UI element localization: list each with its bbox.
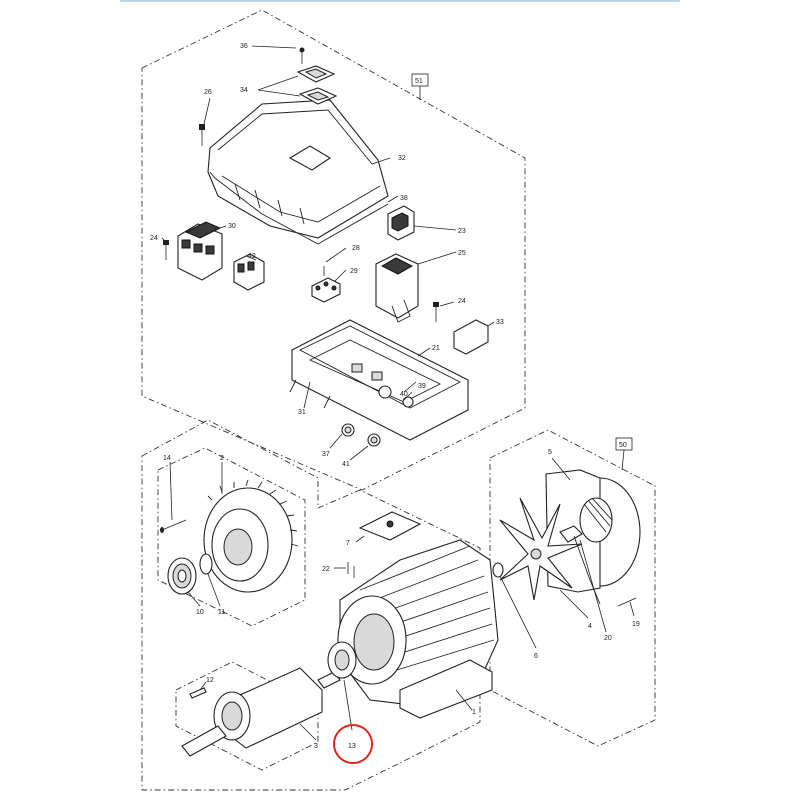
endshield-group-boundary — [157, 447, 306, 627]
label-14: 14 — [163, 455, 171, 462]
terminal-box-cover — [207, 99, 389, 245]
shaft-bearing-13 — [327, 641, 357, 679]
screw-24-left — [163, 240, 169, 260]
label-39: 39 — [418, 383, 426, 390]
screw-24-right — [433, 302, 439, 322]
rotor-group-boundary — [175, 661, 319, 771]
label-19: 19 — [632, 621, 640, 628]
label-2: 2 — [220, 455, 224, 462]
contactor — [177, 221, 223, 281]
switch — [387, 205, 415, 241]
fan — [499, 497, 583, 601]
label-12: 12 — [206, 677, 214, 684]
label-26: 26 — [204, 89, 212, 96]
motor-housing — [337, 539, 499, 719]
highlight-circle-part-13 — [333, 724, 373, 764]
label-30: 30 — [228, 223, 236, 230]
key — [189, 687, 207, 699]
relay-module — [233, 253, 265, 291]
label-50-box — [615, 437, 633, 451]
label-51-box — [411, 73, 429, 87]
label-25: 25 — [458, 250, 466, 257]
label-51: 51 — [415, 78, 423, 85]
label-21: 21 — [432, 345, 440, 352]
top-border-line — [120, 0, 680, 2]
label-1: 1 — [472, 709, 476, 716]
label-13: 13 — [348, 743, 356, 750]
motor-group-boundary — [141, 419, 481, 791]
label-32: 32 — [398, 155, 406, 162]
label-7: 7 — [346, 540, 350, 547]
label-38: 38 — [400, 195, 408, 202]
label-29: 29 — [350, 268, 358, 275]
label-5: 5 — [548, 449, 552, 456]
label-11: 11 — [218, 609, 225, 616]
rotor — [181, 667, 341, 757]
label-23: 23 — [458, 228, 466, 235]
leader-lines — [161, 45, 635, 741]
label-33: 33 — [496, 319, 504, 326]
fan-clip — [492, 562, 504, 578]
end-shield — [203, 479, 299, 593]
screw-26 — [199, 124, 205, 146]
screw-14 — [160, 519, 187, 533]
label-20: 20 — [604, 635, 612, 642]
group-51-boundary — [141, 9, 526, 491]
label-41: 41 — [342, 461, 350, 468]
label-40: 40 — [400, 391, 408, 398]
terminal-block — [311, 266, 341, 303]
screw-19 — [617, 597, 637, 607]
terminal-base — [289, 319, 469, 441]
label-37: 37 — [322, 451, 330, 458]
label-36: 36 — [240, 43, 248, 50]
mounting-frame — [375, 253, 419, 323]
label-50: 50 — [619, 442, 627, 449]
label-4: 4 — [588, 623, 592, 630]
label-24-right: 24 — [458, 298, 466, 305]
seal — [199, 553, 213, 575]
gasket-set — [296, 47, 338, 105]
part-labels: 36 34 51 26 32 38 23 24 30 28 42 29 25 2… — [150, 43, 640, 750]
terminal-plate — [347, 511, 422, 578]
label-34: 34 — [240, 87, 248, 94]
sensor-4-20 — [559, 525, 601, 605]
bearing — [167, 557, 197, 595]
label-6: 6 — [534, 653, 538, 660]
label-22: 22 — [322, 566, 330, 573]
label-42: 42 — [248, 253, 256, 260]
control-board — [453, 319, 489, 355]
label-24-left: 24 — [150, 235, 158, 242]
label-3: 3 — [314, 743, 318, 750]
cable-glands — [341, 423, 381, 447]
label-31: 31 — [298, 409, 306, 416]
label-28: 28 — [352, 245, 360, 252]
label-10: 10 — [196, 609, 204, 616]
